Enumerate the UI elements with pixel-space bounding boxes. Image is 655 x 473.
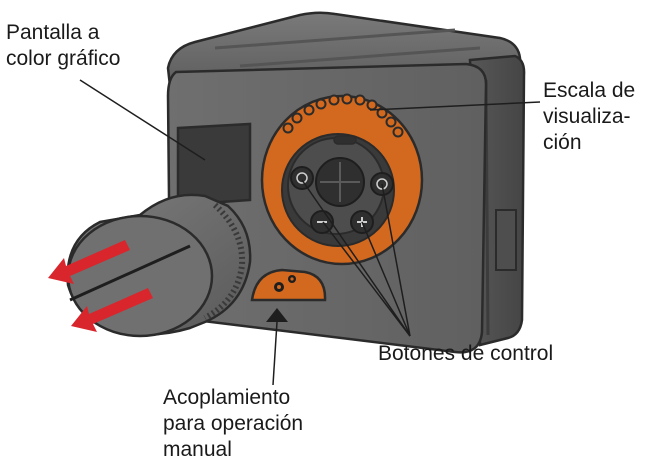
leader-buttons-4	[381, 183, 411, 337]
label-display: Pantalla a color gráfico	[6, 20, 120, 72]
leader-scale	[369, 101, 541, 111]
leader-coupling	[272, 321, 278, 386]
leader-buttons-2	[322, 221, 411, 337]
label-scale-line-3: ción	[543, 131, 582, 154]
label-coupling-line-3: manual	[163, 438, 232, 461]
label-display-line-1: Pantalla a	[6, 21, 100, 44]
leader-display	[79, 79, 206, 161]
label-coupling: Acoplamiento para operación manual	[163, 385, 303, 463]
color-display	[176, 122, 252, 207]
label-scale-line-1: Escala de	[543, 79, 636, 102]
leader-buttons-3	[361, 221, 411, 337]
coupling-pointer	[266, 308, 288, 322]
leader-buttons-1	[301, 179, 411, 337]
label-display-line-2: color gráfico	[6, 47, 121, 70]
label-coupling-line-1: Acoplamiento	[163, 386, 291, 409]
visualization-scale	[282, 93, 404, 138]
arrow-upper	[48, 240, 130, 284]
manual-coupling	[250, 268, 327, 302]
pull-arrows	[48, 240, 153, 332]
button-left	[290, 166, 314, 190]
label-coupling-line-2: para operación	[163, 412, 304, 435]
gear-icon	[274, 275, 296, 292]
label-buttons: Botones de control	[378, 341, 553, 367]
label-scale-line-2: visualiza-	[543, 105, 631, 128]
label-scale: Escala de visualiza- ción	[543, 78, 635, 156]
arrow-lower	[71, 288, 153, 332]
label-buttons-line-1: Botones de control	[378, 342, 554, 365]
